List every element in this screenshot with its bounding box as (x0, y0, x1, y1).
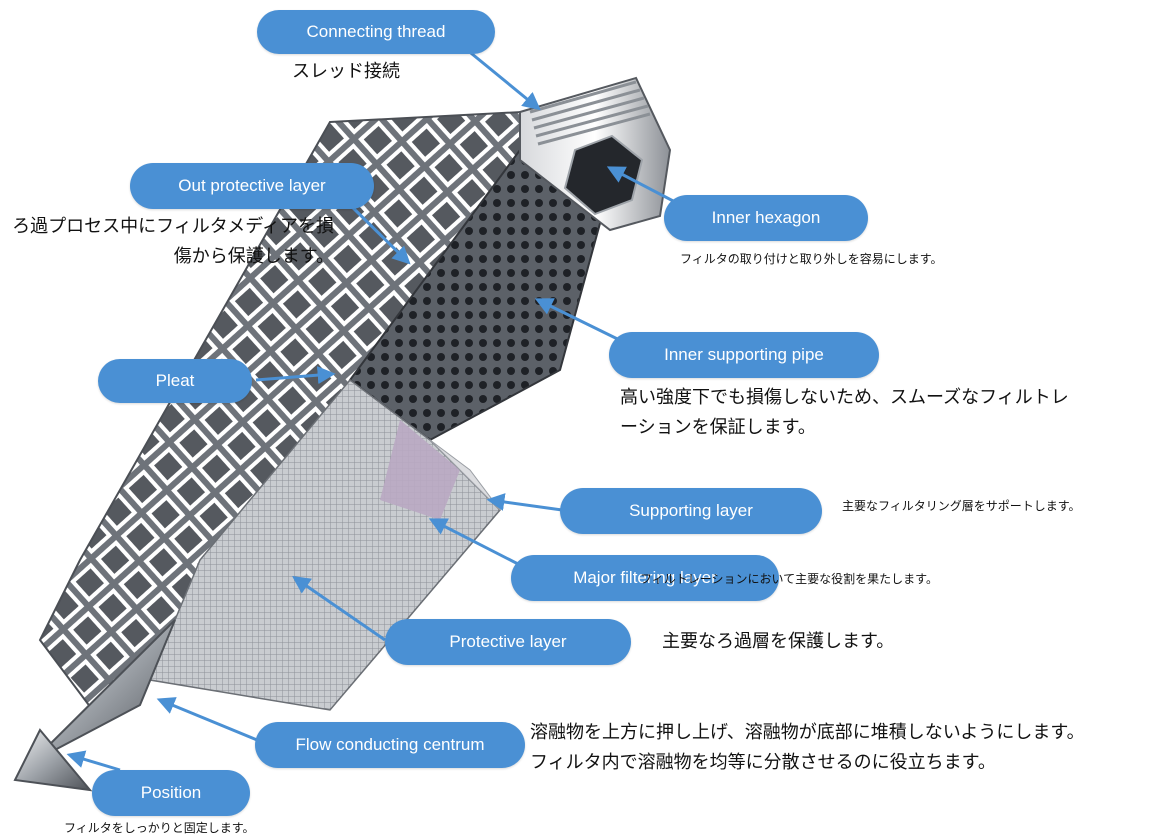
note-inner-supporting-pipe: 高い強度下でも損傷しないため、スムーズなフィルトレーションを保証します。 (620, 387, 1069, 438)
supporting-mesh (429, 439, 501, 511)
note-protective-layer: 主要なろ過層を保護します。 (662, 631, 895, 652)
arrow-position (66, 750, 121, 772)
arrow-out-protective-layer (343, 198, 411, 265)
major-filter-mesh (380, 420, 460, 520)
position-tip (13, 728, 93, 792)
label-position: Position (92, 770, 250, 816)
note-connecting-thread: スレッド接続 (292, 61, 400, 82)
label-connecting-thread: Connecting thread (257, 10, 495, 54)
hexagon-socket (563, 134, 644, 216)
arrow-major-filtering-layer (428, 518, 521, 567)
label-inner-supporting-pipe: Inner supporting pipe (609, 332, 879, 378)
note-out-protective-layer: ろ過プロセス中にフィルタメディアを損傷から保護します。 (12, 216, 334, 267)
arrow-supporting-layer (486, 493, 563, 512)
note-flow-conducting-centrum: 溶融物を上方に押し上げ、溶融物が底部に堆積しないようにします。 フィルタ内で溶融… (530, 722, 1085, 773)
note-major-filtering-layer: フィルトレーションにおいて主要な役割を果たします。 (640, 572, 938, 586)
note-inner-hexagon: フィルタの取り付けと取り外しを容易にします。 (680, 252, 943, 266)
arrow-flow-conducting-centrum (156, 697, 263, 744)
label-pleat: Pleat (98, 359, 252, 403)
label-protective-layer: Protective layer (385, 619, 631, 665)
note-position: フィルタをしっかりと固定します。 (64, 821, 255, 835)
label-major-filtering-layer: Major filtering layer (511, 555, 779, 601)
arrow-pleat (255, 366, 336, 385)
thread-ridges (529, 80, 651, 146)
filter-body (13, 76, 672, 792)
label-out-protective-layer: Out protective layer (130, 163, 374, 209)
flow-conducting-cone (31, 619, 176, 763)
label-supporting-layer: Supporting layer (560, 488, 822, 534)
arrow-protective-layer (292, 575, 386, 642)
label-inner-hexagon: Inner hexagon (664, 195, 868, 241)
label-flow-conducting-centrum: Flow conducting centrum (255, 722, 525, 768)
note-supporting-layer: 主要なフィルタリング層をサポートします。 (842, 499, 1081, 513)
